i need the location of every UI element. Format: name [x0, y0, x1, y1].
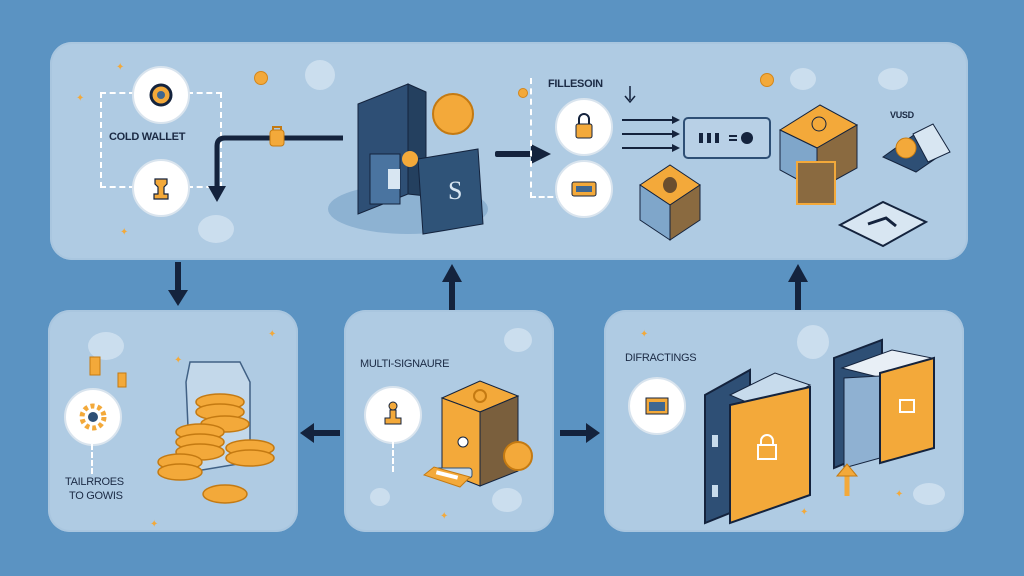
gear-node[interactable]: [64, 388, 122, 446]
ledger-book-right-icon: [833, 338, 935, 470]
difractings-label: DIFRACTINGS: [625, 352, 697, 364]
lock-coin-icon: [269, 126, 285, 147]
chess-rook-icon: [153, 178, 169, 200]
vault-box-icon: [778, 104, 859, 205]
sparkle-icon: ✦: [895, 489, 904, 500]
cloud-icon: [913, 483, 945, 505]
mini-coin-towers-icon: [89, 356, 127, 388]
coin-dot-icon: [254, 71, 268, 85]
coin-icon: [149, 83, 173, 107]
svg-text:S: S: [448, 176, 462, 205]
coin-dot-icon: [518, 88, 528, 98]
sparkle-icon: ✦: [150, 519, 159, 530]
sparkle-icon: ✦: [640, 329, 649, 340]
sparkle-icon: ✦: [120, 227, 129, 238]
tablet-coin-icon: [882, 123, 951, 173]
multisignature-label: MULTI-SIGNAURE: [360, 358, 450, 370]
gold-bar-icon: [422, 466, 471, 488]
cloud-icon: [878, 68, 908, 90]
vault-box-small-icon: [639, 164, 701, 241]
cloud-icon: [88, 332, 124, 360]
cloud-icon: [370, 488, 390, 506]
cloud-icon: [504, 328, 532, 352]
bottom-left-label-line2: TO GOWIS: [69, 490, 123, 502]
padlock-icon: [575, 113, 593, 139]
coin-dot-icon: [760, 73, 774, 87]
download-arrow-icon: [624, 86, 636, 104]
safe-box-icon: [431, 380, 533, 487]
hardware-device-icon: [699, 132, 753, 144]
wallet-card-icon: [645, 397, 669, 415]
arrow-down-to-bottom-left: [168, 262, 188, 306]
cloud-icon: [492, 488, 522, 512]
card-reader-icon: [571, 181, 597, 197]
stamp-node[interactable]: [364, 386, 422, 444]
ledger-book-left-icon: [704, 368, 812, 525]
sparkle-icon: ✦: [174, 355, 183, 366]
sparkle-icon: ✦: [268, 329, 277, 340]
cloud-icon: [797, 325, 829, 359]
up-arrow-icon: [835, 463, 859, 496]
sparkle-icon: ✦: [76, 93, 85, 104]
vusd-label: VUSD: [890, 110, 914, 120]
cloud-icon: [198, 215, 234, 243]
glass-case-coins-icon: [157, 361, 275, 504]
server-safe-icon: S: [328, 83, 488, 235]
cold-wallet-label: COLD WALLET: [109, 131, 186, 143]
hardware-device-panel[interactable]: [683, 117, 771, 159]
fileboin-frame: [530, 78, 562, 198]
cloud-icon: [305, 60, 335, 90]
cold-wallet-coin-node[interactable]: [132, 66, 190, 124]
stamp-connector: [392, 442, 394, 472]
flow-arrow-right: [495, 144, 551, 164]
sparkle-icon: ✦: [440, 511, 449, 522]
triple-arrow-connector: [622, 116, 680, 152]
sparkle-icon: ✦: [800, 507, 809, 518]
gear-connector: [91, 444, 93, 474]
cold-wallet-arrow: [208, 135, 343, 202]
sparkle-icon: ✦: [116, 62, 125, 73]
padlock-node[interactable]: [555, 98, 613, 156]
wallet-card-node[interactable]: [628, 377, 686, 435]
bottom-left-label-line1: TAILRROES: [65, 476, 124, 488]
gear-icon: [79, 403, 107, 431]
stamp-icon: [384, 401, 402, 425]
fileboin-label: FILLESOIN: [548, 78, 603, 90]
arrow-left-to-bottom-left: [300, 423, 340, 443]
arrow-up-from-bottom-right: [788, 264, 808, 310]
cold-wallet-rook-node[interactable]: [132, 159, 190, 217]
cloud-icon: [790, 68, 816, 90]
signature-plate-icon: [837, 200, 929, 248]
arrow-up-from-multisig: [442, 264, 462, 310]
arrow-right-to-bottom-right: [560, 423, 600, 443]
card-reader-node[interactable]: [555, 160, 613, 218]
